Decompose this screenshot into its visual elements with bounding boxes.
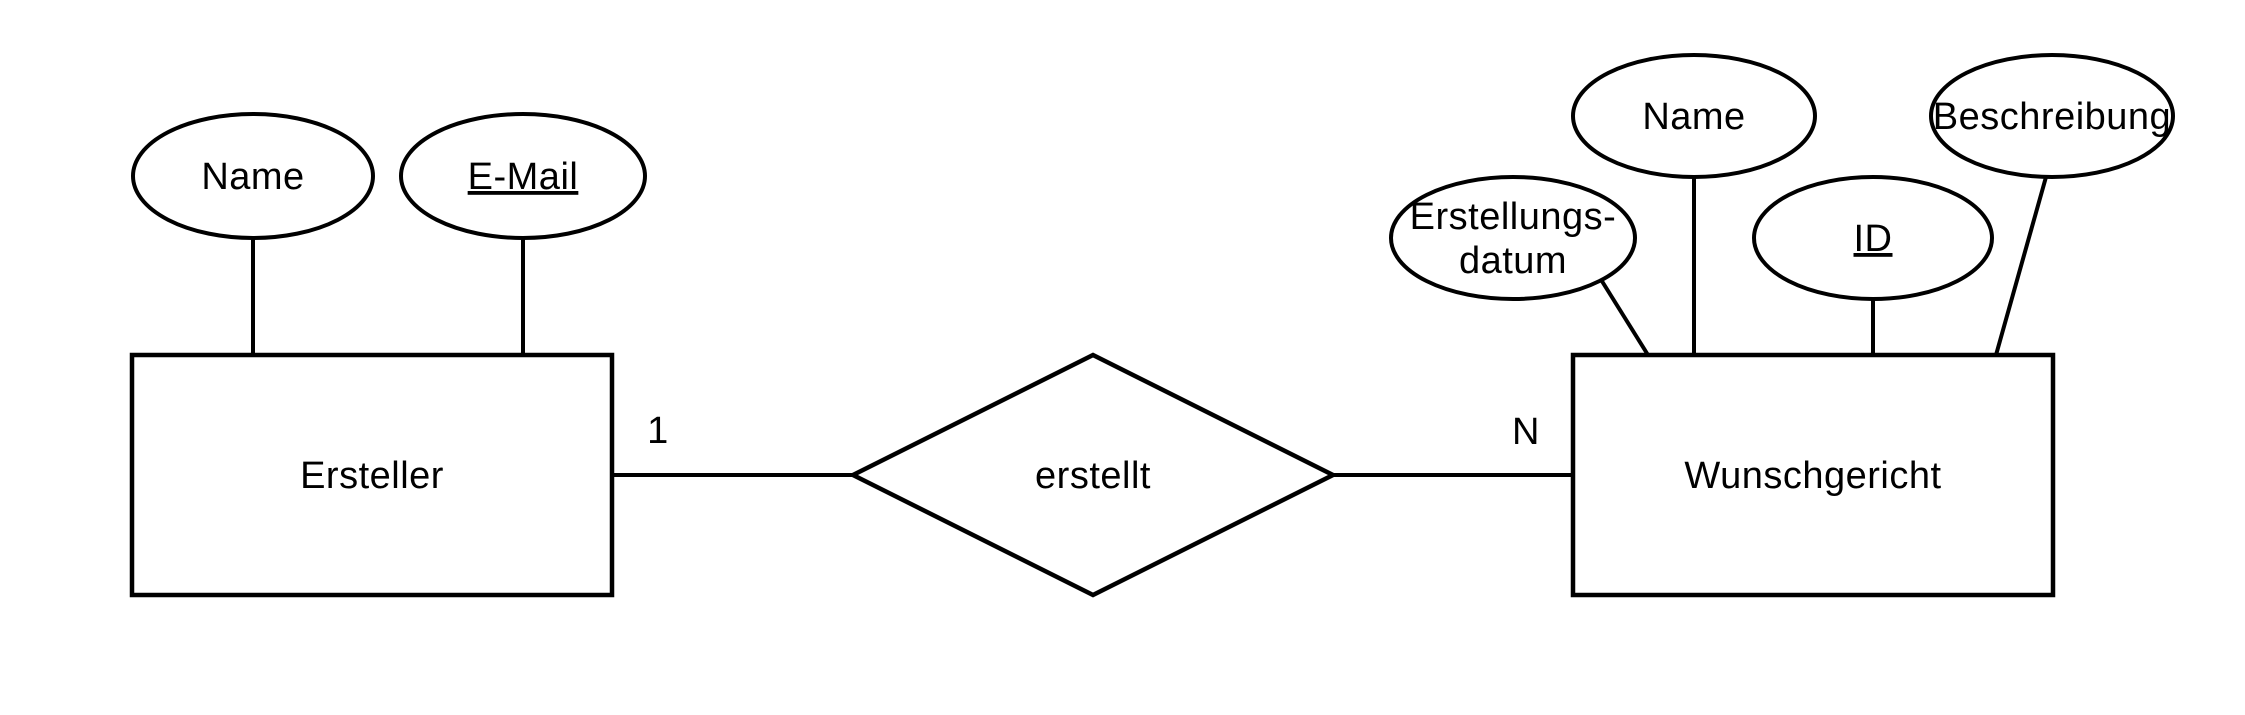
attribute-erstellungsdatum-ellipse [1389,175,1637,301]
connector-beschreibung-to-wunschgericht [1994,176,2048,356]
entity-wunschgericht-box [1570,352,2056,598]
attribute-email-ellipse [399,112,647,240]
attribute-name-left-ellipse [131,112,375,240]
attribute-id-label: ID [1854,218,1893,260]
cardinality-right-label: N [1512,411,1540,453]
attribute-erstellungsdatum-label-line2: datum [1459,240,1567,282]
entity-wunschgericht-label: Wunschgericht [1684,455,1941,497]
attribute-email-label: E-Mail [468,156,579,198]
entity-ersteller-label: Ersteller [300,455,444,497]
relationship-erstellt-diamond [847,352,1339,598]
relationship-erstellt-label: erstellt [1035,455,1151,497]
attribute-beschreibung-ellipse [1929,53,2175,179]
entity-ersteller-box [129,352,615,598]
attribute-name-left-label: Name [201,156,304,198]
attribute-name-right-ellipse [1571,53,1817,179]
attribute-id-ellipse [1752,175,1994,301]
connector-erstellungsdatum-to-wunschgericht [1598,276,1650,357]
attribute-beschreibung-label: Beschreibung [1933,96,2171,138]
attribute-name-right-label: Name [1642,96,1745,138]
cardinality-left-label: 1 [647,410,669,452]
attribute-erstellungsdatum-label-line1: Erstellungs- [1410,196,1617,238]
